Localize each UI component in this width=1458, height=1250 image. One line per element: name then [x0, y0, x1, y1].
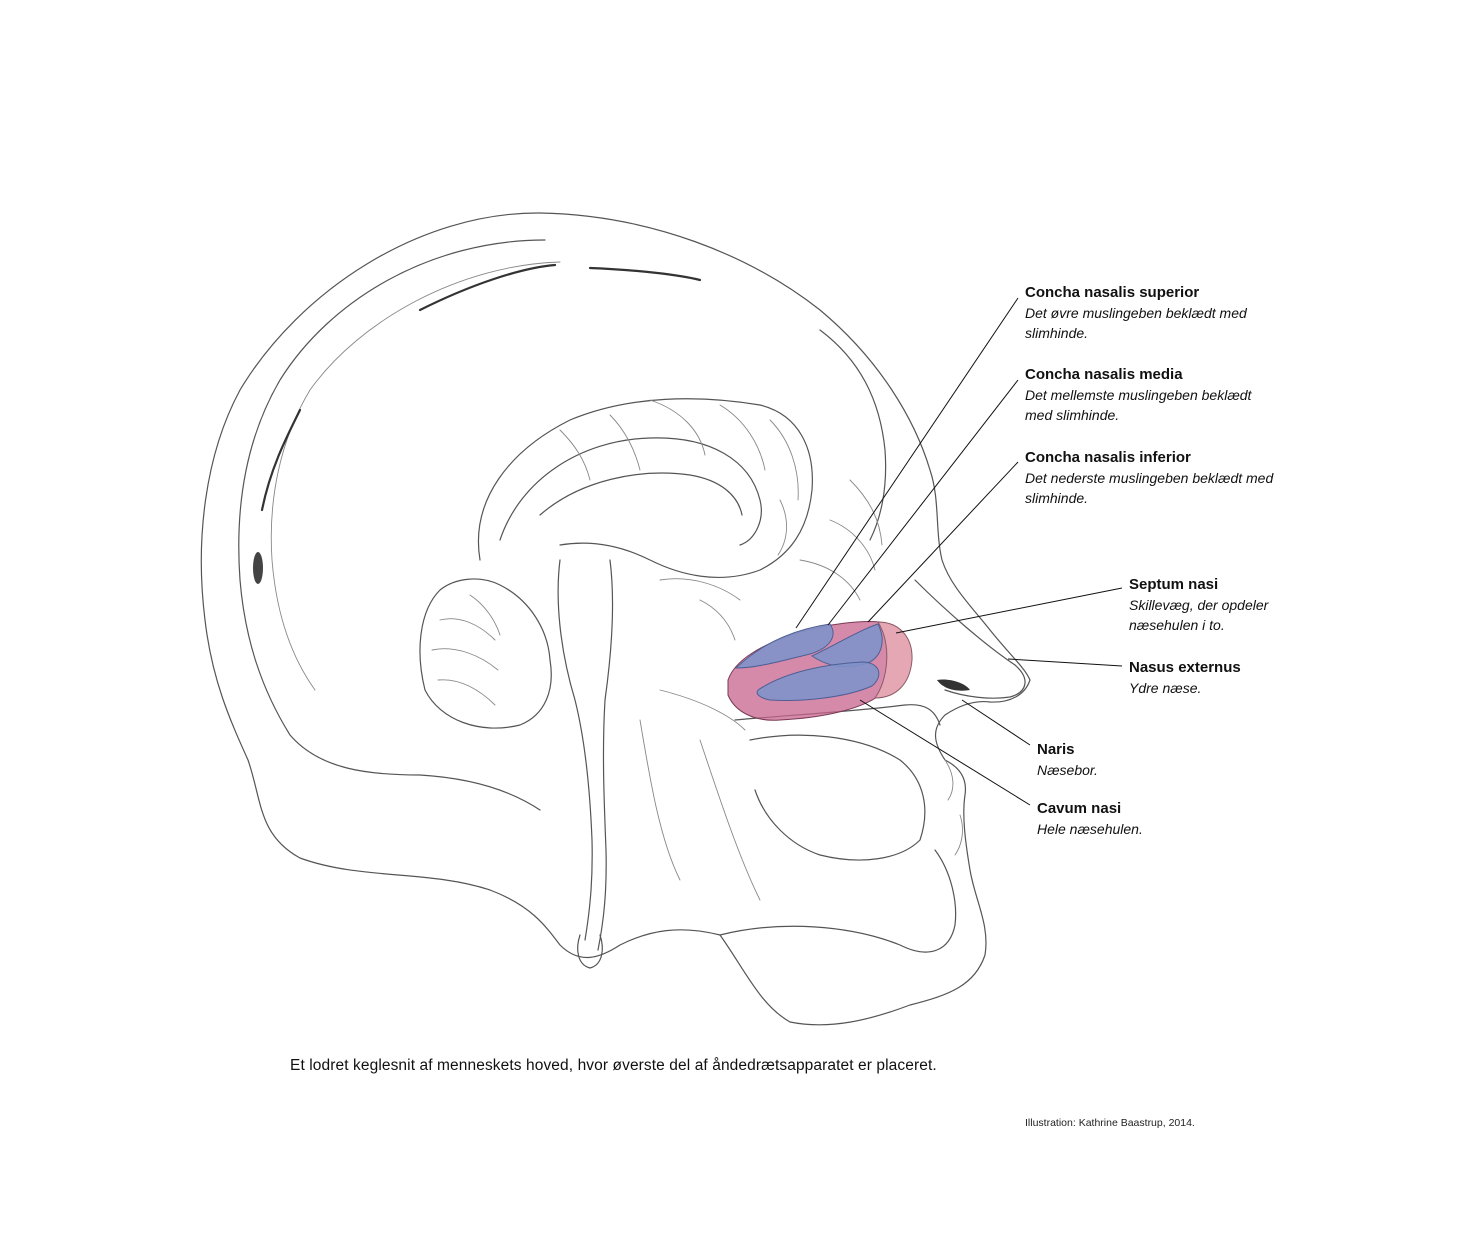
leader-concha-superior: [795, 297, 1019, 629]
cerebellum: [419, 578, 552, 729]
label-description: Skillevæg, der opdeler næsehulen i to.: [1129, 597, 1269, 633]
corpus-callosum: [499, 437, 762, 546]
leader-concha-inferior: [867, 461, 1019, 623]
skull-inner-outline: [238, 239, 546, 811]
head-outline: [200, 212, 1031, 1026]
brain-gyri: [559, 399, 799, 556]
pharynx-lines: [639, 689, 761, 901]
leader-concha-media: [827, 379, 1019, 626]
leader-naris: [961, 699, 1031, 746]
spinal-cord-end: [577, 934, 603, 969]
label-cavum-nasi: Cavum nasi Hele næsehulen.: [1037, 799, 1143, 839]
leader-nasus-externus: [1007, 658, 1123, 667]
label-title: Cavum nasi: [1037, 800, 1122, 817]
concha-inferior-region: [756, 661, 880, 701]
label-concha-superior: Concha nasalis superior Det øvre musling…: [1025, 283, 1247, 343]
label-concha-inferior: Concha nasalis inferior Det nederste mus…: [1025, 448, 1273, 508]
mandible: [719, 849, 957, 953]
nostril: [937, 679, 970, 691]
nose-outline: [914, 579, 1026, 699]
concha-superior-region: [734, 623, 834, 669]
label-description: Det mellemste muslingeben beklædt med sl…: [1025, 387, 1252, 423]
cerebrum-outline: [478, 398, 813, 579]
label-title: Concha nasalis superior: [1025, 284, 1200, 301]
septum-nasi-region: [874, 621, 913, 699]
label-description: Ydre næse.: [1129, 680, 1202, 696]
label-title: Concha nasalis media: [1025, 366, 1183, 383]
cerebellum-folia: [431, 594, 501, 706]
skull-vault-line: [270, 261, 561, 691]
label-title: Naris: [1037, 741, 1075, 758]
label-description: Næsebor.: [1037, 762, 1098, 778]
lip-lines: [944, 759, 963, 856]
illustration-credit: Illustration: Kathrine Baastrup, 2014.: [1025, 1117, 1195, 1129]
label-description: Hele næsehulen.: [1037, 821, 1143, 837]
tongue: [749, 734, 926, 861]
label-title: Concha nasalis inferior: [1025, 449, 1191, 466]
label-septum-nasi: Septum nasi Skillevæg, der opdeler næseh…: [1129, 575, 1268, 635]
label-title: Septum nasi: [1129, 576, 1219, 593]
label-concha-media: Concha nasalis media Det mellemste musli…: [1025, 365, 1251, 425]
brainstem: [557, 559, 614, 951]
forehead-bone: [819, 329, 887, 541]
figure-caption: Et lodret keglesnit af menneskets hoved,…: [290, 1057, 937, 1074]
frontal-sinus-mark: [253, 552, 263, 584]
ethmoid-region: [659, 479, 883, 641]
leader-septum-nasi: [895, 587, 1123, 634]
label-nasus-externus: Nasus externus Ydre næse.: [1129, 658, 1241, 698]
label-title: Nasus externus: [1129, 659, 1241, 676]
leader-cavum-nasi: [859, 699, 1031, 806]
label-description: Det nederste muslingeben beklædt med sli…: [1025, 470, 1274, 506]
skull-dark-groove: [260, 263, 702, 512]
label-naris: Naris Næsebor.: [1037, 740, 1098, 780]
label-description: Det øvre muslingeben beklædt med slimhin…: [1025, 305, 1247, 341]
